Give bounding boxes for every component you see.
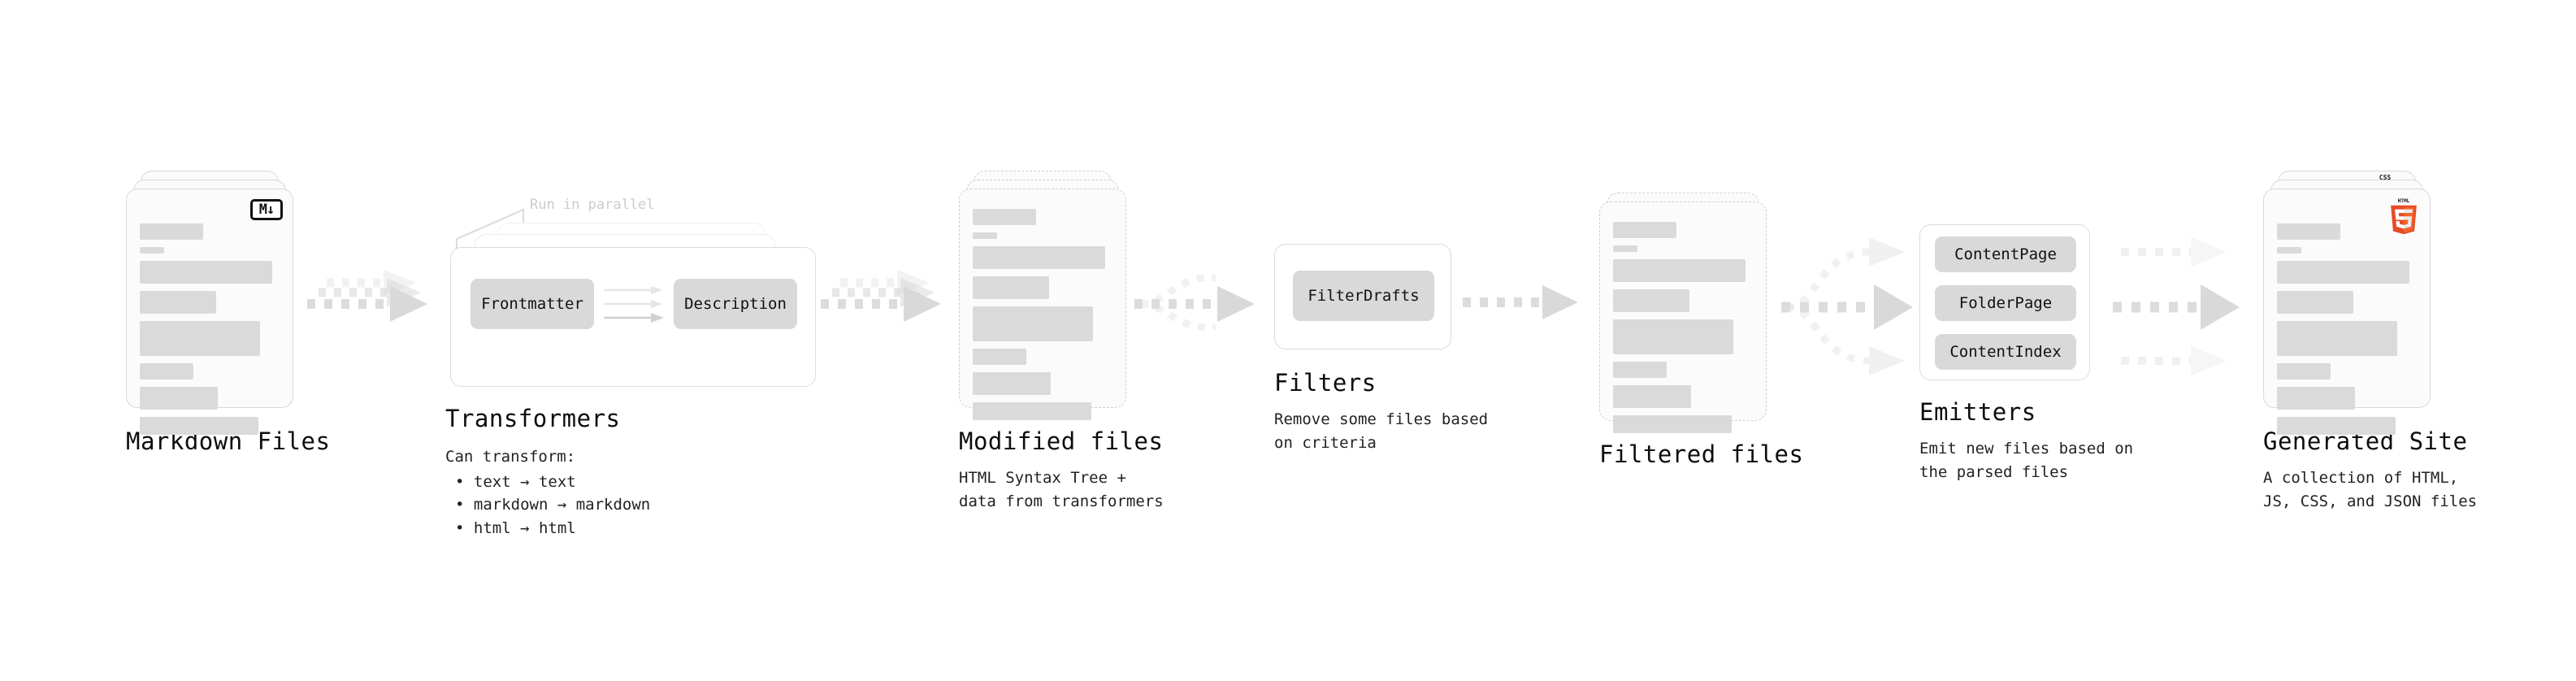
filtered-file-card-front [1599, 202, 1767, 433]
transformers-stack: Run in parallel Frontmatter [445, 189, 827, 408]
step-filtered-files: Filtered files [1599, 193, 1804, 468]
step-modified-files: Modified files HTML Syntax Tree + data f… [959, 171, 1164, 513]
skeleton-bar [140, 417, 258, 435]
skeleton-bar [973, 246, 1105, 269]
filtered-files-card-stack [1599, 193, 1767, 433]
step-filters: FilterDrafts Filters Remove some files b… [1274, 244, 1488, 454]
modified-file-card-front [959, 189, 1126, 420]
markdown-badge-icon: M↓ [250, 199, 283, 220]
skeleton-bars [140, 223, 280, 442]
skeleton-bar [973, 372, 1051, 395]
skeleton-bar [2277, 417, 2396, 435]
skeleton-bar [140, 387, 218, 410]
transformers-bullet-1: • text → text [455, 472, 576, 491]
skeleton-bar [2277, 247, 2301, 254]
step-title-filtered-files: Filtered files [1599, 440, 1804, 468]
step-desc-modified-files: HTML Syntax Tree + data from transformer… [959, 469, 1164, 510]
skeleton-bars [973, 209, 1112, 427]
step-emitters: ContentPage FolderPage ContentIndex Emit… [1919, 224, 2133, 484]
emitter-chip-folderpage[interactable]: FolderPage [1935, 285, 2076, 321]
skeleton-bar [140, 291, 216, 314]
skeleton-bar [1613, 245, 1637, 252]
dotted-arrow-icon [1463, 285, 1578, 319]
step-desc-transformers: Can transform: [445, 448, 576, 466]
dotted-arrow-icon [821, 270, 941, 322]
skeleton-bar [973, 276, 1049, 299]
skeleton-bars [1613, 222, 1753, 440]
parallel-label: Run in parallel [530, 197, 655, 213]
skeleton-bar [973, 402, 1091, 420]
transformers-bullet-3: • html → html [455, 518, 576, 537]
arrow-transformers-to-modified [821, 268, 951, 336]
emitter-chip-contentindex[interactable]: ContentIndex [1935, 334, 2076, 370]
skeleton-bar [973, 306, 1093, 341]
skeleton-bar [140, 261, 272, 284]
skeleton-bar [973, 349, 1026, 365]
step-markdown-files: M↓ M↓ M↓ Markdown Files [126, 171, 330, 455]
skeleton-bar [1613, 259, 1746, 282]
dotted-arrow-icon [307, 270, 427, 322]
step-desc-emitters: Emit new files based on the parsed files [1919, 440, 2134, 481]
step-title-emitters: Emitters [1919, 398, 2036, 426]
skeleton-bar [140, 223, 203, 240]
emitters-panel: ContentPage FolderPage ContentIndex [1919, 224, 2090, 380]
modified-files-card-stack [959, 171, 1126, 420]
skeleton-bar [1613, 415, 1732, 433]
step-title-transformers: Transformers [445, 405, 621, 432]
step-transformers: Run in parallel Frontmatter [445, 189, 827, 540]
skeleton-bar [1613, 222, 1676, 238]
skeleton-bar [973, 209, 1036, 225]
skeleton-bar [2277, 321, 2397, 356]
arrow-filters-to-filtered [1463, 282, 1585, 326]
transformer-chip-frontmatter[interactable]: Frontmatter [471, 279, 594, 329]
dotted-arrow-icon [1134, 274, 1255, 332]
skeleton-bar [140, 247, 164, 254]
generated-site-card-stack: CSS HTML [2263, 171, 2431, 435]
generated-file-card-html: HTML [2263, 189, 2431, 435]
emitter-chip-contentpage[interactable]: ContentPage [1935, 236, 2076, 272]
skeleton-bar [140, 321, 260, 356]
dotted-arrow-triple-icon [2113, 237, 2240, 375]
skeleton-bar [140, 363, 193, 380]
skeleton-bar [1613, 385, 1691, 408]
skeleton-bar [973, 232, 997, 239]
svg-text:HTML: HTML [2398, 198, 2410, 204]
filters-panel: FilterDrafts [1274, 244, 1451, 349]
transformers-panel: Frontmatter Description [450, 247, 816, 387]
skeleton-bar [1613, 289, 1689, 312]
skeleton-bar [2277, 363, 2331, 380]
step-desc-filters: Remove some files based on criteria [1274, 410, 1489, 452]
step-generated-site: CSS HTML Generated Site [2263, 171, 2478, 513]
arrow-markdown-to-transformers [307, 268, 437, 336]
step-title-filters: Filters [1274, 369, 1377, 397]
transformer-chip-description[interactable]: Description [674, 279, 797, 329]
step-desc-generated-site: A collection of HTML, JS, CSS, and JSON … [2263, 469, 2478, 510]
step-title-modified-files: Modified files [959, 427, 1164, 455]
arrow-emitters-to-site [2113, 234, 2259, 380]
css-badge-label: CSS [2379, 174, 2392, 181]
html5-badge-icon: HTML [2391, 198, 2417, 235]
skeleton-bar [1613, 362, 1667, 378]
skeleton-bar [2277, 223, 2340, 240]
filter-chip-filterdrafts[interactable]: FilterDrafts [1293, 271, 1434, 321]
transformer-inner-arrows-icon [604, 286, 664, 323]
transformers-bullet-2: • markdown → markdown [455, 496, 651, 514]
markdown-file-card-front: M↓ [126, 189, 293, 435]
skeleton-bar [2277, 387, 2355, 410]
dotted-fanout-arrow-icon [1781, 237, 1913, 375]
skeleton-bars [2277, 223, 2417, 442]
skeleton-bar [2277, 291, 2353, 314]
arrow-modified-to-filters [1134, 268, 1264, 336]
skeleton-bar [2277, 261, 2409, 284]
markdown-files-card-stack: M↓ M↓ M↓ [126, 171, 293, 435]
arrow-filtered-to-emitters [1781, 234, 1932, 380]
skeleton-bar [1613, 319, 1733, 354]
